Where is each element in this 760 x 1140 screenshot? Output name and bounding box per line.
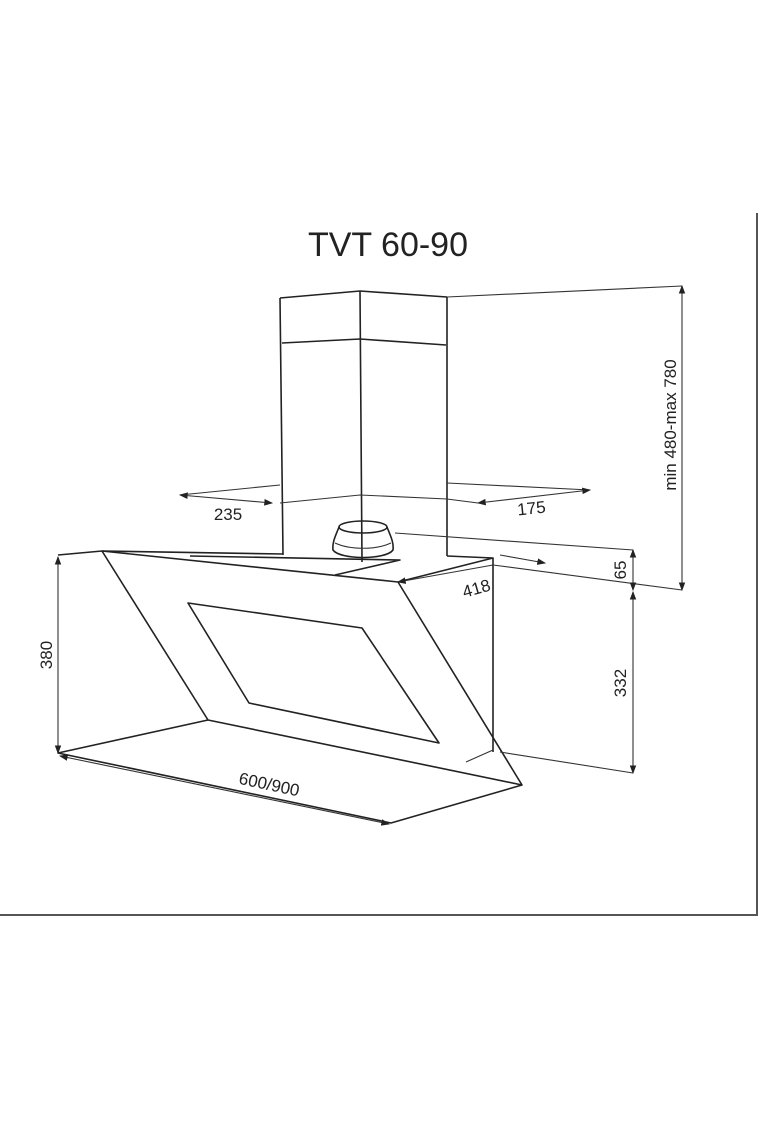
height-range-label: min 480-max 780 xyxy=(661,359,680,490)
air-outlet xyxy=(332,520,394,559)
dimension-380: 380 xyxy=(37,641,56,669)
dimension-600-900: 600/900 xyxy=(237,769,301,800)
dimension-235: 235 xyxy=(214,505,242,524)
hood-body xyxy=(57,550,523,824)
glass-panel-window xyxy=(187,602,440,744)
dimension-175: 175 xyxy=(516,498,546,520)
chimney xyxy=(279,290,448,563)
front-dimensions: 380 600/900 xyxy=(37,555,391,826)
right-dimensions: 65 332 418 xyxy=(394,532,683,775)
diagram-title: TVT 60-90 xyxy=(308,226,468,264)
dimension-332: 332 xyxy=(611,669,630,697)
dimension-418: 418 xyxy=(460,576,493,602)
height-dimension: min 480-max 780 xyxy=(446,284,686,592)
dimension-65: 65 xyxy=(611,561,630,580)
bracket-dimensions: 235 175 xyxy=(178,482,592,524)
frame-border xyxy=(0,213,758,916)
